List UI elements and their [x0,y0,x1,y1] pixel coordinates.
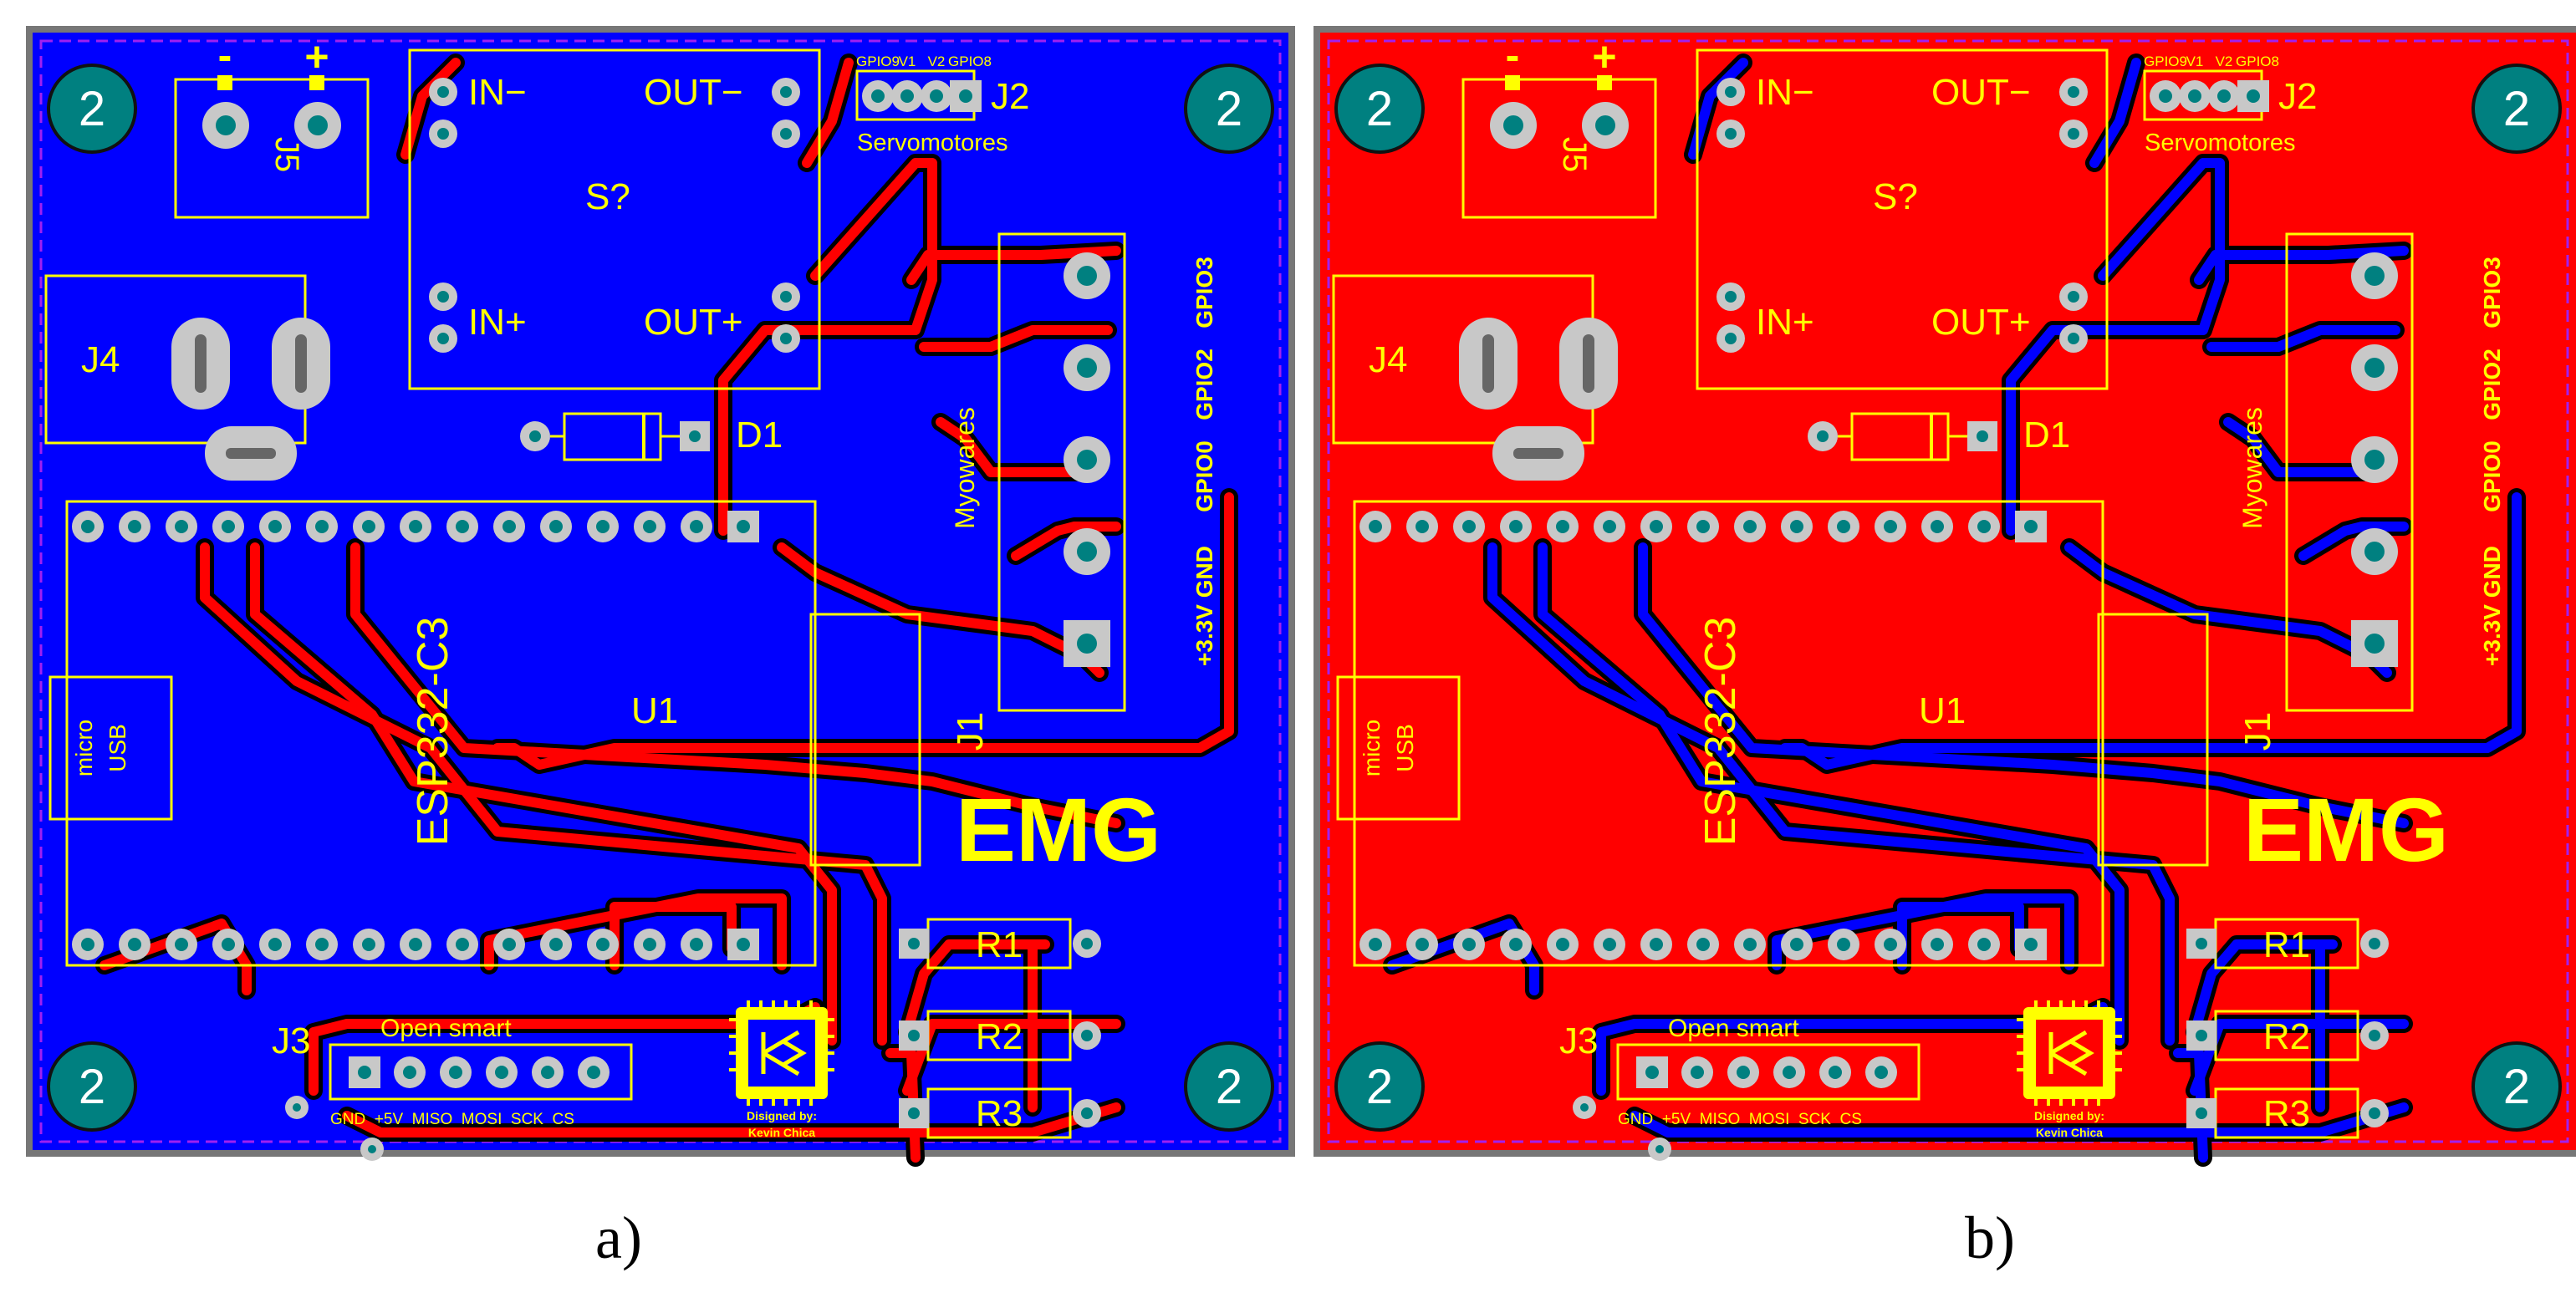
label-open-smart: Open smart [380,1015,512,1042]
label-d1: D1 [2023,415,2070,456]
label-d1: D1 [736,415,783,456]
label-j4: J4 [81,339,120,380]
label-emg: EMG [956,779,1161,880]
label-servo-pin-1: GPIO9 [856,53,900,69]
label-minus: - [218,32,232,79]
label-gpio2: GPIO2 [1191,349,1217,420]
label-j3: J3 [272,1020,310,1061]
label-usb: USB [1392,724,1418,772]
label-out-minus: OUT− [1931,72,2031,113]
board-b-layout [1317,29,2576,1161]
label-in-minus: IN− [468,72,527,113]
label-s-ref: S? [585,176,630,217]
label-servo-pin-1: GPIO9 [2144,53,2187,69]
label-designer-name: Kevin Chica [748,1126,815,1139]
label-s-ref: S? [1873,176,1918,217]
label-servo-pin-4: GPIO8 [948,53,992,69]
label-gpio2: GPIO2 [2479,349,2505,420]
label-gpio3: GPIO3 [1191,257,1217,328]
label-r2: R2 [2263,1016,2310,1057]
pcb-board-a: - + J5 J4 IN− OUT− S? IN+ OUT+ GPIO9 V1 … [29,29,1292,1161]
label-power-gnd: +3.3V GND [2479,546,2505,666]
label-emg: EMG [2243,779,2449,880]
label-servomotores: Servomotores [2145,130,2296,156]
label-servo-pin-2: V1 [899,53,916,69]
label-j3-pins: GND +5V MISO MOSI SCK CS [1618,1111,1862,1128]
label-out-minus: OUT− [644,72,743,113]
label-designed-by: Disigned by: [747,1109,817,1122]
board-a-layout [29,29,1292,1161]
label-r2: R2 [976,1016,1023,1057]
label-in-plus: IN+ [468,302,527,343]
label-gpio0: GPIO0 [2479,440,2505,512]
pcb-board-b: - + J5 J4 IN− OUT− S? IN+ OUT+ GPIO9 V1 … [1317,29,2576,1161]
board-a-silkscreen-text: - + J5 J4 IN− OUT− S? IN+ OUT+ GPIO9 V1 … [71,32,1217,1139]
label-in-plus: IN+ [1756,302,1814,343]
label-power-gnd: +3.3V GND [1191,546,1217,666]
board-b-silkscreen-text: - + J5 J4 IN− OUT− S? IN+ OUT+ GPIO9 V1 … [1359,32,2505,1139]
label-gpio0: GPIO0 [1191,440,1217,512]
label-plus: + [304,33,329,80]
label-micro: micro [1359,720,1385,776]
label-j5: J5 [1556,137,1593,172]
label-myoware: Myowares [2237,407,2267,529]
label-out-plus: OUT+ [1931,302,2031,343]
label-j1: J1 [2237,712,2278,751]
label-j5: J5 [268,137,305,172]
label-open-smart: Open smart [1668,1015,1799,1042]
label-myoware: Myowares [950,407,980,529]
label-plus: + [1592,33,1616,80]
label-designer-name: Kevin Chica [2036,1126,2103,1139]
label-esp: ESP332-C3 [1696,617,1745,847]
caption-a: a) [595,1204,642,1271]
label-r1: R1 [2263,924,2310,965]
label-designed-by: Disigned by: [2034,1109,2104,1122]
label-servomotores: Servomotores [857,130,1008,156]
caption-b: b) [1965,1204,2015,1271]
label-u1: U1 [631,690,678,731]
label-in-minus: IN− [1756,72,1814,113]
label-servo-pin-4: GPIO8 [2236,53,2279,69]
label-j1: J1 [950,712,991,751]
label-out-plus: OUT+ [644,302,743,343]
label-j2: J2 [991,76,1029,117]
label-j3: J3 [1559,1020,1598,1061]
label-u1: U1 [1919,690,1966,731]
label-micro: micro [71,720,97,776]
label-j3-pins: GND +5V MISO MOSI SCK CS [330,1111,574,1128]
label-r3: R3 [2263,1093,2310,1134]
label-servo-pin-3: V2 [2216,53,2233,69]
label-r1: R1 [976,924,1023,965]
label-usb: USB [105,724,130,772]
label-j4: J4 [1369,339,1407,380]
label-j2: J2 [2278,76,2317,117]
label-gpio3: GPIO3 [2479,257,2505,328]
label-minus: - [1506,32,1520,79]
label-r3: R3 [976,1093,1023,1134]
label-servo-pin-2: V1 [2186,53,2204,69]
label-servo-pin-3: V2 [928,53,946,69]
label-esp: ESP332-C3 [409,617,457,847]
